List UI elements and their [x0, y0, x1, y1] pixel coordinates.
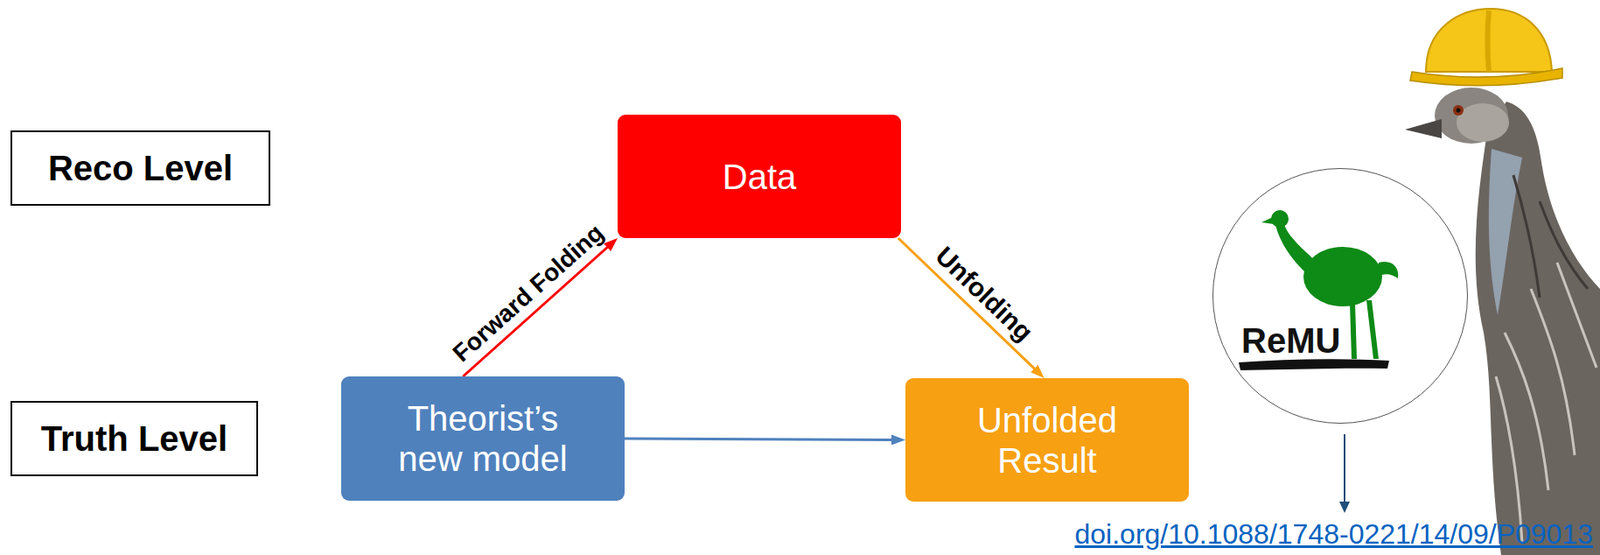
- model-box: Theorist’s new model: [341, 376, 625, 501]
- data-box: Data: [617, 114, 902, 238]
- leader-arrow: [1339, 433, 1350, 513]
- edge-label: Forward Folding: [447, 218, 609, 368]
- result-box: Unfolded Result: [905, 377, 1189, 502]
- level-box: Truth Level: [10, 400, 259, 476]
- level-label: Truth Level: [41, 418, 228, 459]
- box-label: Unfolded Result: [946, 399, 1148, 481]
- flow-arrow: [898, 237, 1037, 371]
- logo-text: ReMU: [1241, 322, 1341, 358]
- box-label: Theorist’s new model: [382, 398, 584, 479]
- emu-photo: [1404, 8, 1600, 555]
- edge-label: Unfolding: [929, 240, 1040, 347]
- doi-link: doi.org/10.1088/1748-0221/14/09/P09013: [1074, 517, 1594, 551]
- logo-circle: ReMU: [1212, 167, 1468, 424]
- flow-arrow: [624, 438, 895, 440]
- level-label: Reco Level: [48, 147, 233, 189]
- brush-stroke: [1238, 358, 1390, 371]
- flow-arrow: [462, 244, 610, 377]
- level-box: Reco Level: [10, 130, 271, 206]
- box-label: Data: [722, 156, 797, 197]
